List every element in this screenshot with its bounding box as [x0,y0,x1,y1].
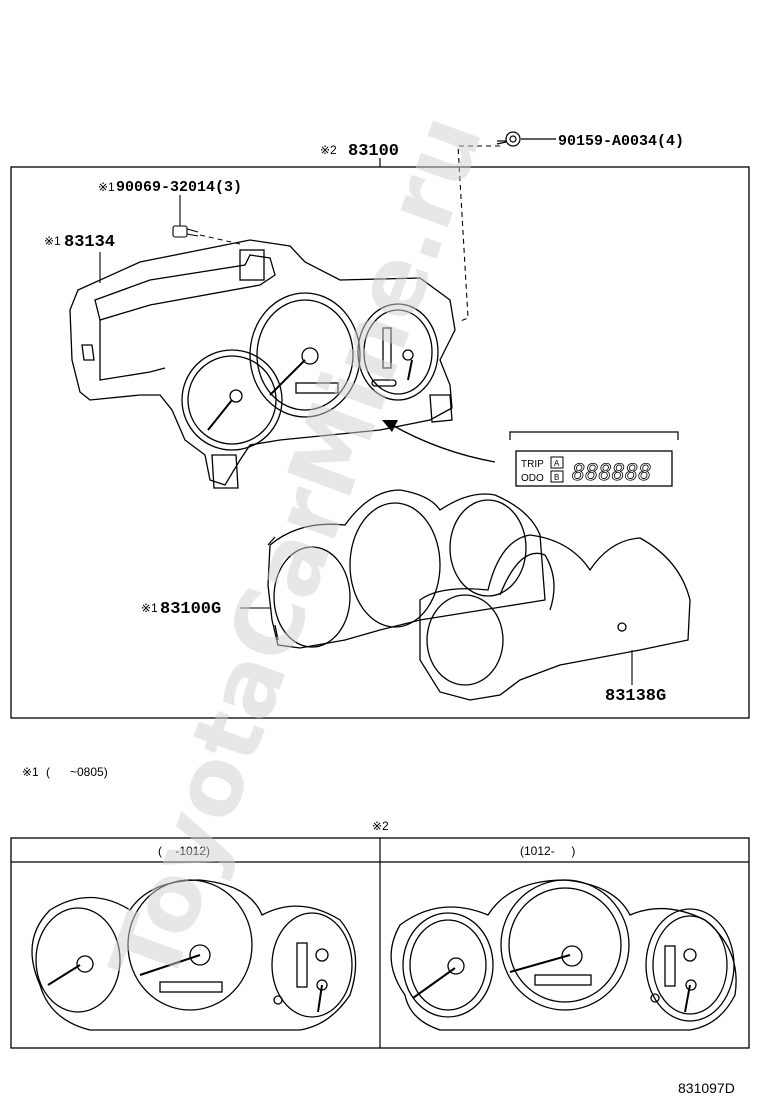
odometer-inset: TRIP ODO A B 888888 [509,431,679,487]
variant-left-header: ( -1012) [158,844,210,858]
screw-90069-label: 90069-32014(3) [116,179,242,196]
diagram-code: 831097D [678,1080,735,1096]
screw-90069-note-mark: ※1 [98,180,115,194]
variant-early-cluster [31,879,357,1031]
trip-label: TRIP [521,459,544,470]
screw-90159-label: 90159-A0034(4) [558,133,684,150]
screw-90069-icon [172,225,199,238]
footnote-mark: ※1 [22,765,39,779]
screw-90159-dashed-path [457,145,500,323]
odometer-direction-arrow [391,424,496,463]
cover-83138g [419,534,691,701]
screw-90159-icon [496,131,521,147]
assembly-note-mark: ※2 [320,143,337,157]
lens-note-mark: ※1 [141,601,158,615]
odometer-digits: 888888 [572,461,651,486]
lens-part-label: 83100G [160,600,221,619]
housing-note-mark: ※1 [44,234,61,248]
odo-label: ODO [521,473,544,484]
trip-a-button: A [554,459,560,468]
trip-b-button: B [554,473,559,482]
variant-late-cluster [390,879,737,1031]
footnote-range: ( ~0805) [46,765,108,779]
housing-part-label: 83134 [64,233,115,252]
screw-90069-dashed-path [199,234,241,245]
assembly-part-label: 83100 [348,142,399,161]
watermark-text: ToyotaCarMine.ru [90,101,503,997]
meter-housing [69,239,456,489]
variant-right-header: (1012- ) [520,844,575,858]
cover-part-label: 83138G [605,687,666,706]
tachometer-gauge [181,349,283,451]
fuel-temp-gauge [357,303,439,401]
speedometer-gauge [249,292,361,418]
odometer-direction-arrowhead [382,420,398,432]
lens-83100g [267,489,546,649]
variants-note-mark: ※2 [372,819,389,833]
